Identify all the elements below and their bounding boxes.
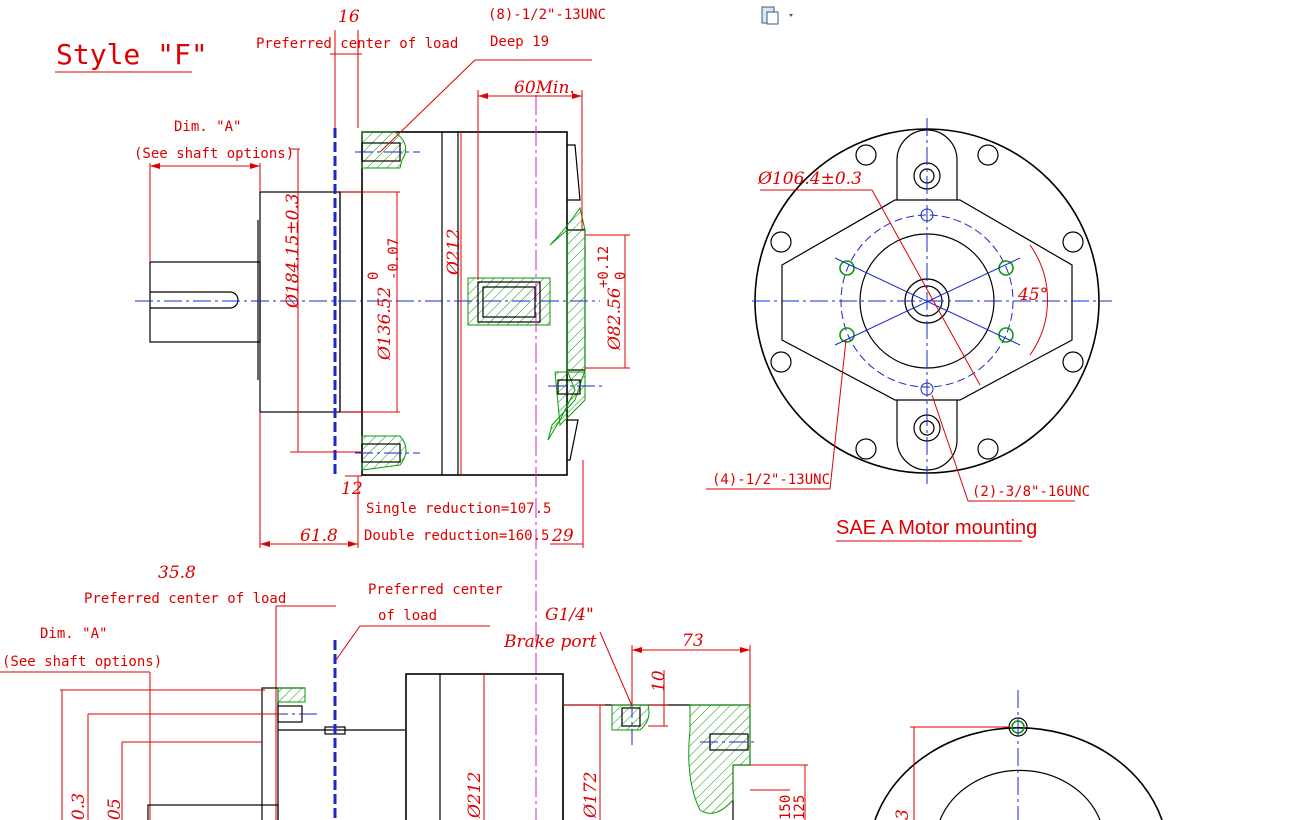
dim-73: 73 [682,631,704,651]
clipboard-icon[interactable] [761,6,793,25]
dim-29: 29 [551,526,574,546]
angle-45: 45° [1017,285,1048,305]
dim-a-label: Dim. "A" [174,119,241,135]
dim-a-note: (See shaft options) [134,146,294,162]
dim-35-8: 35.8 [158,563,196,583]
partial-05: 05 [105,798,125,820]
bottom-side-view: 35.8 Preferred center of load Preferred … [0,563,1163,820]
double-reduction: Double reduction=160.5 [364,528,549,544]
preferred-center-label: Preferred center of load [256,36,458,52]
dim-61-8: 61.8 [300,526,338,546]
brake-port-label: Brake port [503,632,597,652]
bottom-dia-212: Ø212 [465,772,485,819]
preferred-center-label2: Preferred center [368,582,503,598]
front-view: Ø106.4±0.3 45° (4)-1/2"-13UNC (2)-3/8"-1… [706,118,1112,542]
tap-label: (8)-1/2"-13UNC [488,7,606,23]
tap-2-label: (2)-3/8"-16UNC [972,484,1090,500]
partial-150: 150 [778,795,794,820]
bottom-dia-172: Ø172 [581,772,601,819]
partial-0-3: 0.3 [69,793,89,820]
partial-3: 3 [893,809,913,820]
preferred-center-label-bottom: Preferred center of load [84,591,286,607]
dia-136-tol-lower: -0.07 [386,238,402,280]
dia-136-tol-upper: 0 [366,272,382,280]
tap-4-label: (4)-1/2"-13UNC [712,472,830,488]
dia-212: Ø212 [444,229,464,276]
dia-184: Ø184.15±0.3 [283,193,303,309]
dia-82-tol-lower: 0 [613,272,629,280]
port-size: G1/4" [545,605,594,625]
dim-12: 12 [341,479,363,499]
dia-82-tol-upper: +0.12 [596,246,612,288]
dim-60min: 60Min. [514,78,575,98]
dim-16: 16 [338,7,360,27]
top-side-view: 16 Preferred center of load (8)-1/2"-13U… [134,7,630,820]
dim-10: 10 [649,670,669,692]
bolt-circle-dia: Ø106.4±0.3 [757,169,862,189]
preferred-center-label2-line2: of load [378,608,437,624]
dim-a-note-bottom: (See shaft options) [2,654,162,670]
sae-caption: SAE A Motor mounting [836,517,1037,539]
dia-136: Ø136.52 [375,287,395,361]
dia-82: Ø82.56 [605,287,625,351]
dim-a-label-bottom: Dim. "A" [40,626,107,642]
page-title: Style "F" [56,38,208,71]
partial-125: 125 [792,795,808,820]
single-reduction: Single reduction=107.5 [366,501,551,517]
tap-depth: Deep 19 [490,34,549,50]
section-hatch [361,131,407,169]
